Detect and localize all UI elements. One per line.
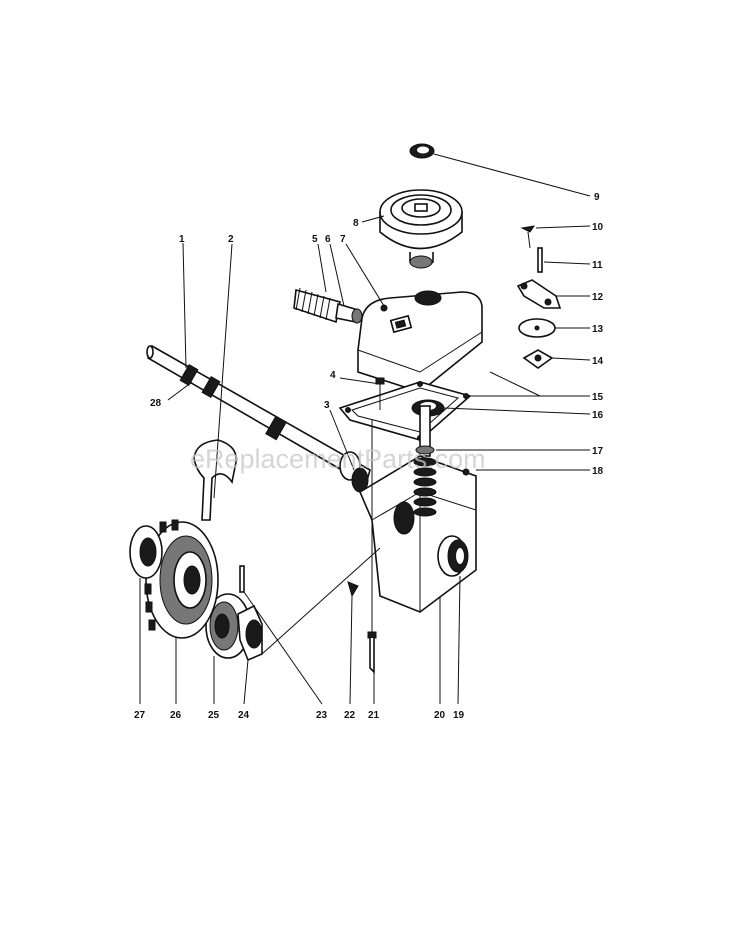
callout-3: 3 [324,400,330,411]
part-long-bolt [367,631,377,674]
callout-18: 18 [592,466,604,477]
callout-26: 26 [170,710,182,721]
part-square-nut [522,349,554,369]
callout-24: 24 [238,710,250,721]
callout-9: 9 [594,192,600,203]
part-clutch-collar [205,593,251,659]
part-pulley [379,189,463,269]
callout-4: 4 [330,370,336,381]
part-gear-housing [358,455,477,613]
callout-15: 15 [592,392,604,403]
callout-8: 8 [353,218,359,229]
callout-11: 11 [592,260,603,271]
part-washer [518,318,556,338]
callout-25: 25 [208,710,220,721]
callout-22: 22 [344,710,356,721]
callout-7: 7 [340,234,346,245]
part-lever [516,279,562,309]
part-screw [520,225,536,249]
part-pin [537,247,543,273]
callout-2: 2 [228,234,234,245]
part-housing-cover [357,290,483,393]
part-worm-shaft [413,405,437,517]
part-thrust-washer [129,525,163,579]
callout-21: 21 [368,710,380,721]
callout-23: 23 [316,710,328,721]
part-bevel-gear [144,519,219,639]
callout-5: 5 [312,234,318,245]
callout-10: 10 [592,222,604,233]
callout-19: 19 [453,710,465,721]
part-roll-pin [239,565,245,593]
callout-17: 17 [592,446,604,457]
callout-20: 20 [434,710,446,721]
callout-12: 12 [592,292,604,303]
callout-16: 16 [592,410,604,421]
part-spring-plunger [293,287,363,324]
callout-labels: 1 2 3 4 5 6 7 8 9 10 11 12 13 14 15 16 1… [134,192,604,721]
callout-1: 1 [179,234,185,245]
part-seal-ring [409,143,435,159]
part-small-screw [347,581,359,598]
part-gasket [338,381,472,441]
part-shift-fork [193,439,237,521]
callout-14: 14 [592,356,604,367]
callout-13: 13 [592,324,604,335]
part-drive-shaft [146,344,371,493]
watermark-text: eReplacementParts.com [190,444,486,474]
callout-27: 27 [134,710,146,721]
callout-6: 6 [325,234,331,245]
leader-lines [139,153,591,705]
callout-28: 28 [150,398,162,409]
